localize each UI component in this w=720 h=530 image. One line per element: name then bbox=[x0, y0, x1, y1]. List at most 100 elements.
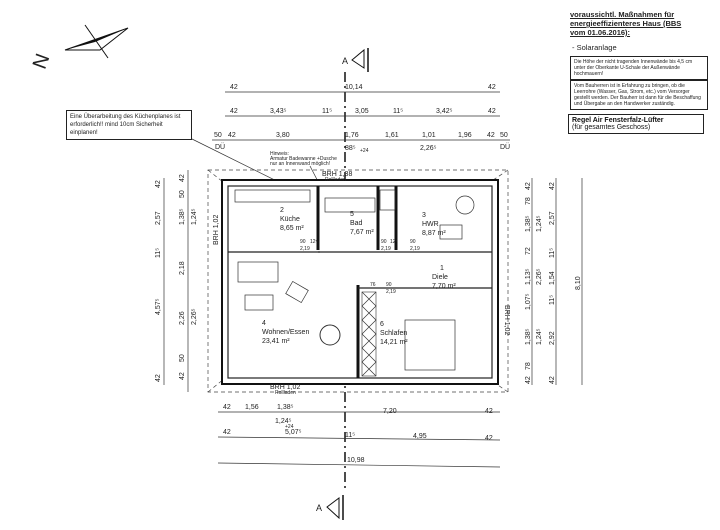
solar-item: - Solaranlage bbox=[572, 43, 617, 52]
label-text: 7,20 bbox=[383, 408, 397, 415]
dim-text: 50 bbox=[214, 132, 222, 139]
dim-text: 50 bbox=[500, 132, 508, 139]
label-text: 90 bbox=[381, 239, 387, 245]
bathtub bbox=[324, 197, 376, 213]
label-text: 1,24⁵ bbox=[536, 328, 543, 345]
measures-header: voraussichtl. Maßnahmen für energieeffiz… bbox=[570, 10, 682, 37]
dim-text: 42 bbox=[228, 132, 236, 139]
label-text: 2,92 bbox=[549, 331, 556, 345]
room-bad: 5 Bad 7,67 m² bbox=[350, 211, 374, 236]
dim-text: +24 bbox=[360, 148, 369, 154]
kitchen-counter bbox=[234, 189, 311, 203]
label-text: 72 bbox=[525, 247, 532, 255]
dim-text: 42 bbox=[487, 132, 495, 139]
regel-air-title: Regel Air Fensterfalz-Lüfter bbox=[572, 117, 664, 124]
dim-text: 11⁵ bbox=[393, 108, 403, 115]
label-text: Diele bbox=[432, 274, 448, 281]
washer bbox=[439, 224, 463, 240]
north-label: N bbox=[29, 51, 55, 72]
label-text: 7,70 m² bbox=[432, 283, 456, 290]
boiler bbox=[455, 195, 475, 215]
shower bbox=[379, 189, 396, 211]
label-text: 42 bbox=[549, 376, 556, 384]
label-text: 2,26⁵ bbox=[536, 268, 543, 285]
label-text: 2,57 bbox=[155, 211, 162, 225]
label-text: 5 bbox=[350, 211, 354, 218]
dim-text: 1,01 bbox=[422, 132, 436, 139]
label-text: 42 bbox=[485, 435, 493, 442]
section-label: A bbox=[342, 56, 348, 66]
dim-text: 3,80 bbox=[276, 132, 290, 139]
interior-walls bbox=[228, 186, 492, 378]
label-text: 10,98 bbox=[347, 457, 365, 464]
label-text: 2,19 bbox=[381, 246, 391, 252]
room-hwr: 3 HWR 8,87 m² bbox=[422, 212, 446, 237]
label-text: 1,13⁵ bbox=[525, 268, 532, 285]
regel-air-box: Regel Air Fensterfalz-Lüfter (für gesamt… bbox=[568, 114, 704, 134]
label-text: 1,38⁵ bbox=[179, 208, 186, 225]
label-text: 2,57 bbox=[549, 211, 556, 225]
label-text: 90 bbox=[410, 239, 416, 245]
label-text: Bad bbox=[350, 220, 363, 227]
room-diele: 1 Diele 7,70 m² bbox=[432, 265, 456, 290]
dim-text: 42 bbox=[488, 108, 496, 115]
label-text: 42 bbox=[223, 404, 231, 411]
dim-text: 42 bbox=[230, 84, 238, 91]
north-arrow-icon: N bbox=[29, 24, 129, 72]
dining-table bbox=[319, 324, 341, 346]
dim-text: 1,76 bbox=[345, 132, 359, 139]
dim-text: 1,96 bbox=[458, 132, 472, 139]
label-text: 1,24⁵ bbox=[275, 418, 292, 425]
label-text: 3 bbox=[422, 212, 426, 219]
label-text: 42 bbox=[525, 182, 532, 190]
label-text: 1,38⁵ bbox=[277, 404, 294, 411]
roof-outline bbox=[207, 169, 509, 393]
armchair bbox=[285, 280, 309, 304]
brh-label-bottom: BRH 1,02 bbox=[270, 384, 300, 391]
label-text: 78 bbox=[525, 362, 532, 370]
dim-text: 2,26⁵ bbox=[420, 145, 437, 152]
label-text: 90 bbox=[300, 239, 306, 245]
label-text: 8,65 m² bbox=[280, 225, 304, 232]
room-wohnen-essen: 4 Wohnen/Essen 23,41 m² bbox=[262, 320, 309, 345]
label-text: 6 bbox=[380, 321, 384, 328]
label-text: 14,21 m² bbox=[380, 339, 408, 346]
dim-text: 42 bbox=[230, 108, 238, 115]
label-text: 42 bbox=[155, 374, 162, 382]
label-text: 2,19 bbox=[300, 246, 310, 252]
label-text: 1,24⁵ bbox=[191, 208, 198, 225]
section-marker-bottom: A bbox=[316, 495, 344, 520]
dim-text: 1,61 bbox=[385, 132, 399, 139]
brh-label-left: BRH 1,02 bbox=[213, 215, 220, 245]
label-text: 4,95 bbox=[413, 433, 427, 440]
dim-text: 88⁵ bbox=[345, 145, 356, 152]
sofa bbox=[244, 294, 274, 311]
label-text: 42 bbox=[549, 182, 556, 190]
top-dimensions: 42 10,14 42 42 3,43⁵ 11⁵ 3,05 11⁵ 3,42⁵ … bbox=[212, 84, 510, 154]
note-text: Hinweis: bbox=[270, 151, 289, 157]
label-text: 1,07⁵ bbox=[525, 293, 532, 310]
note-text: Armatur Badewanne +Dusche bbox=[270, 156, 337, 162]
label-text: +24 bbox=[285, 424, 294, 430]
dim-text: 42 bbox=[488, 84, 496, 91]
label-text: 11⁵ bbox=[345, 432, 355, 439]
builder-note: Vom Bauherren ist in Erfahrung zu bringe… bbox=[570, 80, 708, 110]
label-text: 42 bbox=[179, 174, 186, 182]
label-text: 1,38⁵ bbox=[525, 328, 532, 345]
right-dimensions: 42 78 1,38⁵ 1,24⁵ 72 1,13⁵ 2,26⁵ 1,07⁵ 1… bbox=[525, 178, 583, 385]
label-text: 1 bbox=[440, 265, 444, 272]
label-text: 12⁵ bbox=[310, 239, 318, 245]
label-text: 11⁵ bbox=[549, 248, 556, 258]
label-text: 42 bbox=[223, 429, 231, 436]
label-text: 42 bbox=[485, 408, 493, 415]
label-text: Schlafen bbox=[380, 330, 407, 337]
door-dimensions: 90 12⁵ 2,19 90 12⁵ 2,19 90 2,19 76 90 2,… bbox=[300, 239, 420, 295]
regel-air-subtitle: (für gesamtes Geschoss) bbox=[572, 124, 651, 131]
dim-text: DÜ bbox=[500, 143, 510, 151]
label-text: 1,56 bbox=[245, 404, 259, 411]
label-text: 8,87 m² bbox=[422, 230, 446, 237]
brh-sub: Rollladen bbox=[275, 390, 296, 396]
wall-height-note: Die Höhe der nicht tragenden Innenwände … bbox=[570, 56, 708, 80]
